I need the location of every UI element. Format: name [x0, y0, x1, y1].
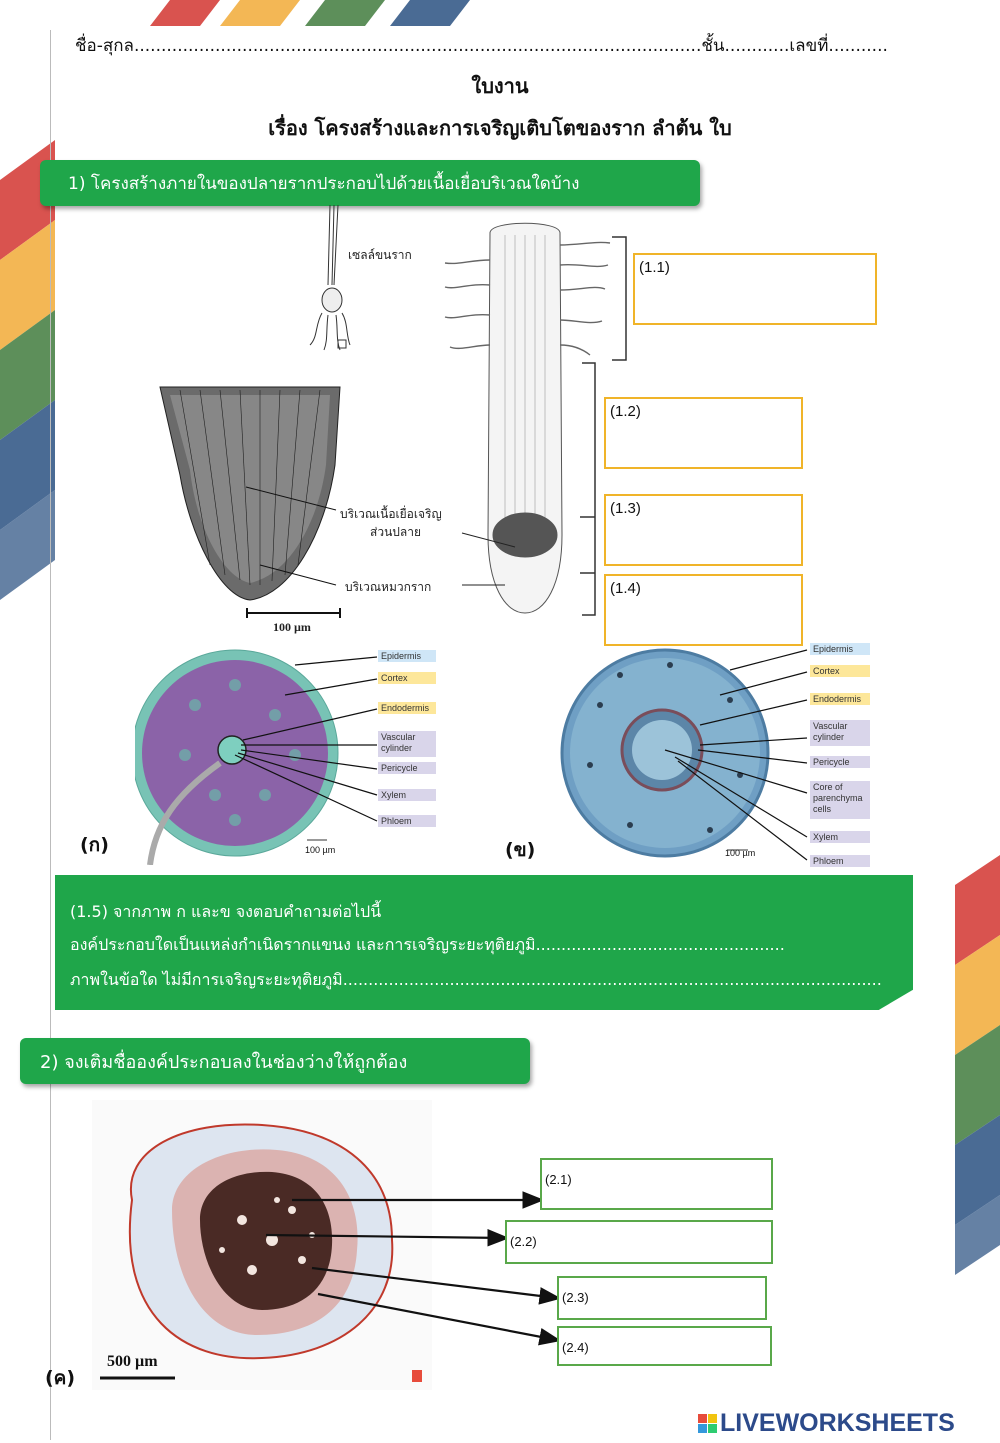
question-2-heading: 2) จงเติมชื่อองค์ประกอบลงในช่องว่างให้ถู…	[20, 1038, 530, 1084]
answer-box-1-2-label: (1.2)	[610, 403, 641, 420]
root-tip-figure	[150, 204, 650, 645]
question-1-text: 1) โครงสร้างภายในของปลายรากประกอบไปด้วยเ…	[68, 173, 580, 194]
logo-icon	[698, 1413, 717, 1433]
question-1-5-line1: (1.5) จากภาพ ก และข จงตอบคำถามต่อไปนี้	[70, 902, 382, 921]
scale-a: 100 µm	[305, 845, 336, 855]
page-margin-line	[50, 30, 51, 1440]
tag-a-pericycle: Pericycle	[378, 762, 436, 774]
answer-box-2-2-label: (2.2)	[510, 1234, 537, 1249]
stem-cross-section-image	[92, 1100, 432, 1390]
question-1-5-box: (1.5) จากภาพ ก และข จงตอบคำถามต่อไปนี้ อ…	[55, 875, 913, 1010]
cross-section-b-image	[560, 645, 880, 870]
question-1-5-line2: องค์ประกอบใดเป็นแหล่งกำเนิดรากแขนง และกา…	[70, 935, 785, 954]
tag-b-epidermis: Epidermis	[810, 643, 870, 655]
scale-500: 500 µm	[107, 1353, 158, 1370]
label-root-cap: บริเวณหมวกราก	[345, 580, 432, 594]
tag-b-vascular-cylinder: Vascular cylinder	[810, 720, 870, 746]
scale-b: 100 µm	[725, 848, 756, 858]
answer-box-2-3-label: (2.3)	[562, 1290, 589, 1305]
answer-box-1-1[interactable]: (1.1)	[633, 253, 877, 325]
answer-box-2-1[interactable]: (2.1)	[540, 1158, 773, 1210]
answer-box-1-3[interactable]: (1.3)	[604, 494, 803, 566]
figure-label-c: (ค)	[45, 1367, 76, 1389]
decorative-stripes-right	[955, 855, 1000, 1285]
decorative-stripes-top	[140, 0, 480, 26]
logo-text: LIVEWORKSHEETS	[720, 1408, 955, 1437]
label-meristem-line2: ส่วนปลาย	[370, 525, 422, 539]
tag-b-core-parenchyma: Core of parenchyma cells	[810, 781, 870, 819]
answer-box-2-4[interactable]: (2.4)	[557, 1326, 772, 1366]
worksheet-title: ใบงาน	[471, 74, 529, 98]
tag-a-cortex: Cortex	[378, 672, 436, 684]
answer-box-2-4-label: (2.4)	[562, 1340, 589, 1355]
label-scale-100: 100 µm	[273, 620, 311, 634]
answer-box-2-3[interactable]: (2.3)	[557, 1276, 767, 1320]
student-info-line: ชื่อ-สุกล...............................…	[75, 36, 888, 56]
tag-a-endodermis: Endodermis	[378, 702, 436, 714]
answer-box-2-2[interactable]: (2.2)	[505, 1220, 773, 1264]
tag-a-phloem: Phloem	[378, 815, 436, 827]
tag-b-cortex: Cortex	[810, 665, 870, 677]
question-1-5-line3: ภาพในข้อใด ไม่มีการเจริญระยะทุติยภูมิ...…	[70, 970, 882, 989]
cross-section-a-image	[131, 645, 450, 866]
answer-box-1-3-label: (1.3)	[610, 500, 641, 517]
tag-a-xylem: Xylem	[378, 789, 436, 801]
decorative-stripes-left	[0, 140, 55, 640]
answer-box-1-4-label: (1.4)	[610, 580, 641, 597]
answer-box-1-2[interactable]: (1.2)	[604, 397, 803, 469]
answer-box-2-1-label: (2.1)	[545, 1172, 572, 1187]
question-2-text: 2) จงเติมชื่อองค์ประกอบลงในช่องว่างให้ถู…	[40, 1051, 408, 1073]
label-root-hair: เซลล์ขนราก	[348, 248, 412, 262]
answer-box-1-1-label: (1.1)	[639, 259, 670, 276]
tag-a-epidermis: Epidermis	[378, 650, 436, 662]
tag-a-vascular-cylinder: Vascular cylinder	[378, 731, 436, 757]
liveworksheets-logo: LIVEWORKSHEETS	[698, 1408, 998, 1438]
worksheet-subtitle: เรื่อง โครงสร้างและการเจริญเติบโตของราก …	[268, 116, 732, 140]
figure-label-b: (ข)	[505, 839, 536, 861]
figure-label-a: (ก)	[80, 834, 109, 856]
tag-b-phloem: Phloem	[810, 855, 870, 867]
tag-b-endodermis: Endodermis	[810, 693, 870, 705]
label-meristem-line1: บริเวณเนื้อเยื่อเจริญ	[340, 507, 442, 521]
tag-b-pericycle: Pericycle	[810, 756, 870, 768]
answer-box-1-4[interactable]: (1.4)	[604, 574, 803, 646]
q2-arrows	[260, 1180, 562, 1360]
question-1-heading: 1) โครงสร้างภายในของปลายรากประกอบไปด้วยเ…	[40, 160, 700, 206]
tag-b-xylem: Xylem	[810, 831, 870, 843]
